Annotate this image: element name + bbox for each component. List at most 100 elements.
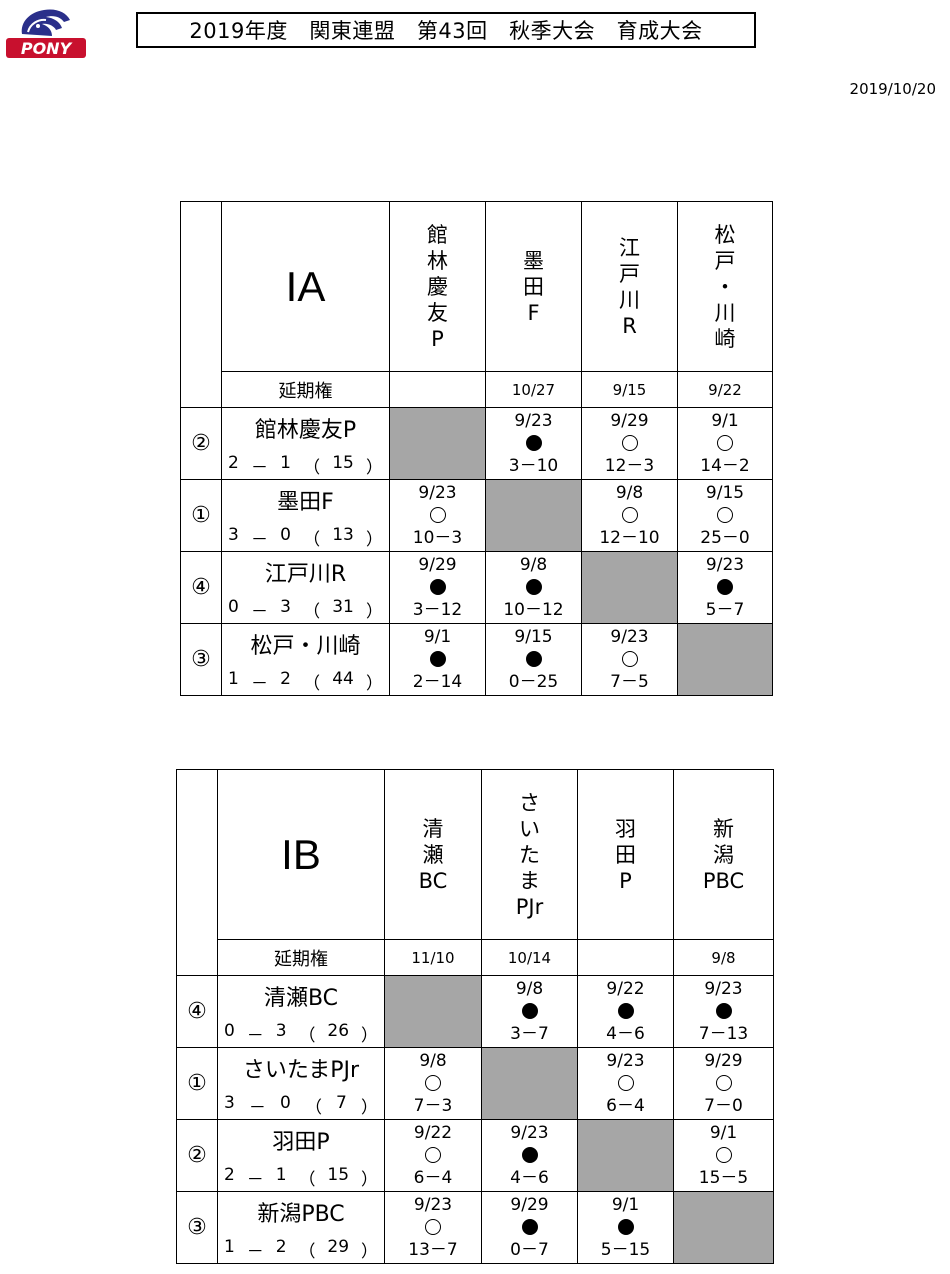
rank-cell: ①: [176, 1047, 218, 1120]
column-name-char: PBC: [702, 868, 745, 893]
loss-circle-icon: [715, 1002, 732, 1019]
match-score: 6－4: [413, 1167, 453, 1188]
record-runs-allowed: 15: [332, 452, 354, 473]
rank-number: ④: [191, 575, 211, 600]
win-circle-icon: [717, 434, 733, 451]
team-name: 清瀬BC: [263, 985, 339, 1011]
rank-cell: ②: [180, 407, 222, 480]
loss-circle-icon: [617, 1002, 634, 1019]
result-mark: [675, 1144, 773, 1166]
record-paren-close: ）: [366, 601, 383, 622]
column-name-char: さ: [519, 790, 540, 815]
match-score: 13－7: [408, 1239, 458, 1260]
column-name-char: 慶: [427, 274, 448, 299]
record-paren-close: ）: [360, 1241, 378, 1262]
match-date: 9/29: [704, 1050, 743, 1071]
match-date: 9/23: [610, 626, 649, 647]
record-paren-close: ）: [366, 529, 383, 550]
match-date: 9/23: [514, 410, 553, 431]
record-losses: 2: [280, 668, 291, 689]
match-score: 3－10: [508, 455, 559, 476]
self-match-cell: [581, 551, 678, 624]
column-name-char: 新: [713, 816, 734, 841]
column-name-char: P: [431, 326, 444, 351]
result-mark: [679, 504, 772, 526]
postpone-1: 10/27: [485, 371, 582, 408]
rank-number: ④: [187, 999, 207, 1024]
rank-number: ③: [187, 1215, 207, 1240]
column-name-char: 松: [714, 222, 736, 247]
match-date: 9/1: [711, 410, 739, 431]
result-mark: [583, 504, 677, 526]
result-mark: [483, 1216, 577, 1238]
match-cell: 9/1 14－2: [677, 407, 773, 480]
record-losses: 3: [275, 1020, 287, 1041]
loss-circle-icon: [521, 1218, 538, 1235]
team-record: 0－3（31）: [223, 597, 389, 623]
rank-cell: ③: [180, 623, 222, 696]
postpone-label: 延期権: [217, 939, 385, 976]
team-name: 江戸川R: [264, 561, 347, 587]
win-circle-icon: [621, 650, 638, 667]
result-mark: [675, 1000, 773, 1022]
record-losses: 2: [275, 1236, 287, 1257]
result-mark: [483, 1144, 577, 1166]
record-wins: 3: [228, 524, 239, 545]
team-record: 2－1（15）: [219, 1165, 384, 1191]
loss-circle-icon: [429, 650, 446, 667]
match-score: 14－2: [700, 455, 750, 476]
record-dash: －: [250, 601, 268, 622]
match-score: 4－6: [510, 1167, 549, 1188]
record-paren-close: ）: [360, 1025, 378, 1046]
match-date: 9/23: [510, 1122, 549, 1143]
team-name: さいたまPJr: [242, 1057, 360, 1083]
record-losses: 0: [280, 524, 291, 545]
team-name: 墨田F: [277, 489, 334, 515]
column-name-char: BC: [418, 868, 448, 893]
record-runs-allowed: 44: [332, 668, 354, 689]
column-name-char: 江: [619, 235, 640, 260]
loss-circle-icon: [429, 578, 446, 595]
column-name-char: 墨: [523, 248, 544, 273]
column-name-char: F: [527, 300, 540, 325]
win-circle-icon: [621, 434, 638, 451]
team-cell: 江戸川R 0－3（31）: [221, 551, 390, 624]
column-name-char: 清: [422, 816, 444, 841]
record-wins: 0: [224, 1020, 235, 1041]
loss-circle-icon: [525, 434, 542, 451]
match-score: 0－25: [508, 671, 559, 692]
record-dash: －: [250, 457, 268, 478]
column-name-char: 田: [523, 274, 544, 299]
result-mark: [483, 1000, 577, 1022]
match-result: 9/23 4－6: [483, 1122, 577, 1190]
match-score: 5－7: [705, 599, 745, 620]
team-record: 1－2（29）: [219, 1236, 384, 1263]
self-match-cell: [485, 479, 582, 552]
match-date: 9/29: [510, 1194, 549, 1215]
rank-number: ①: [191, 503, 211, 528]
